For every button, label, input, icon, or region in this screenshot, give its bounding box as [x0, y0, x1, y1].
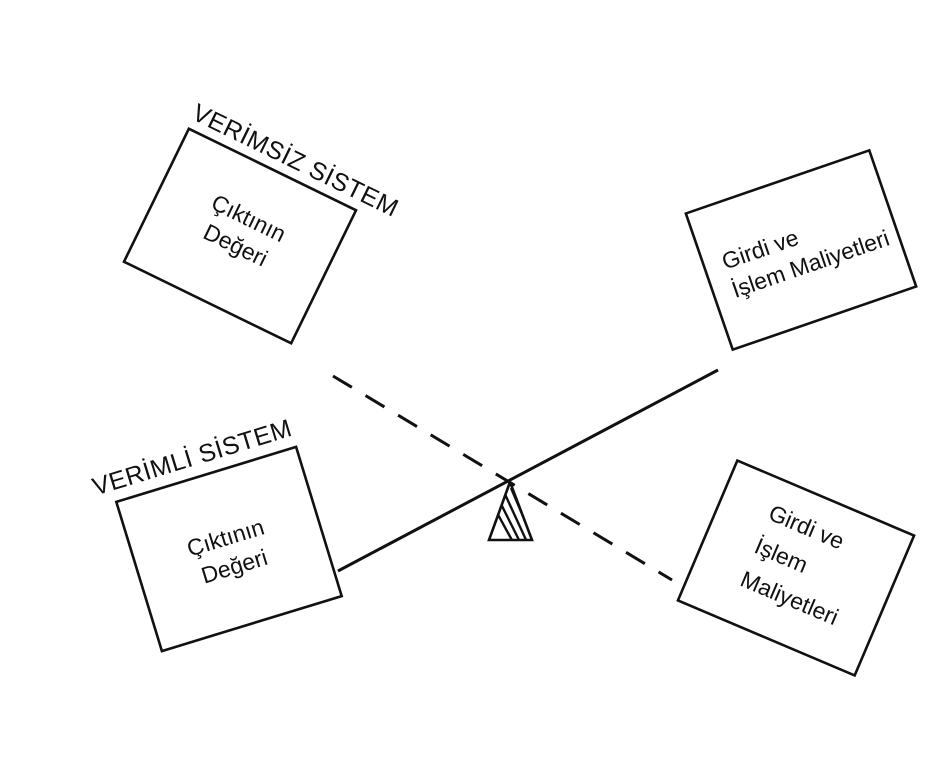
inefficient-output-box-frame [122, 126, 358, 346]
inefficient-system-beam [332, 374, 673, 582]
efficient-system-beam [337, 368, 719, 573]
inefficient-cost-box-frame [676, 458, 916, 678]
efficient-cost-box-frame [684, 148, 918, 352]
efficient-output-value-box: VERİMLİ SİSTEM Çıktının Değeri [89, 413, 344, 653]
inefficient-input-cost-box: Girdi ve İşlem Maliyetleri [676, 458, 916, 678]
efficient-output-box-frame [114, 445, 344, 653]
efficient-input-cost-box: Girdi ve İşlem Maliyetleri [684, 148, 918, 352]
fulcrum-icon [487, 478, 534, 542]
inefficient-output-value-box: VERİMSİZ SİSTEM Çıktının Değeri [122, 98, 403, 346]
